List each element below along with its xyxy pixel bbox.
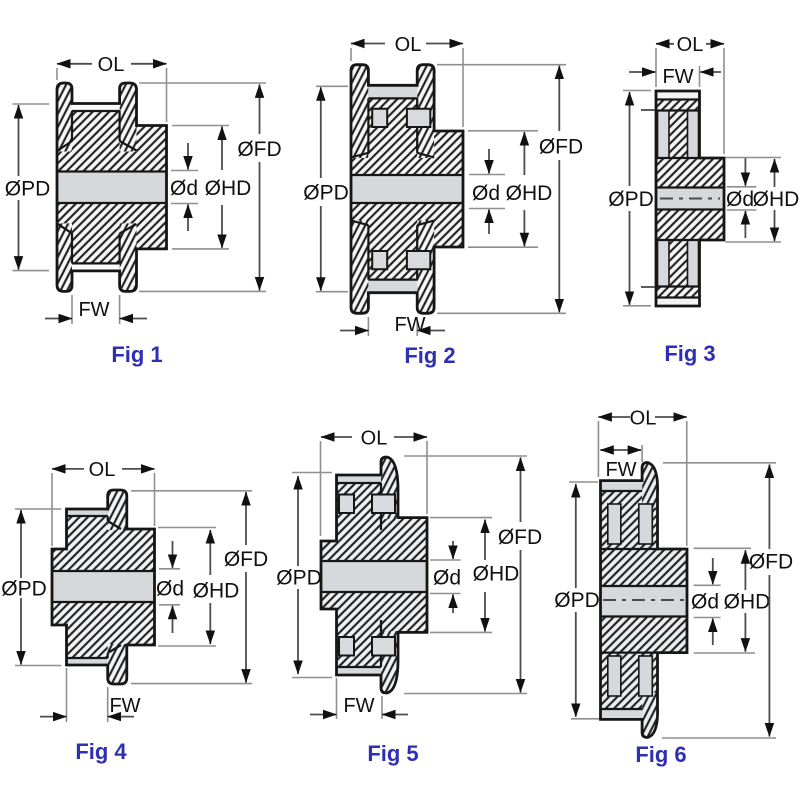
svg-text:ØHD: ØHD — [205, 177, 252, 200]
svg-text:OL: OL — [89, 459, 116, 481]
svg-text:Ød: Ød — [691, 591, 719, 614]
svg-text:ØPD: ØPD — [276, 567, 322, 590]
svg-text:FW: FW — [662, 66, 693, 88]
svg-text:ØHD: ØHD — [506, 182, 553, 205]
svg-text:FW: FW — [605, 459, 636, 481]
svg-text:ØFD: ØFD — [237, 138, 281, 161]
svg-text:ØPD: ØPD — [5, 178, 51, 201]
svg-text:ØFD: ØFD — [224, 548, 268, 571]
svg-text:OL: OL — [361, 428, 388, 450]
svg-text:Fig 3: Fig 3 — [664, 341, 715, 366]
svg-text:FW: FW — [78, 299, 109, 321]
svg-text:ØHD: ØHD — [193, 580, 240, 603]
svg-text:ØFD: ØFD — [498, 526, 542, 549]
svg-text:Fig 6: Fig 6 — [635, 742, 686, 767]
svg-text:OL: OL — [677, 34, 704, 56]
svg-text:ØPD: ØPD — [1, 578, 47, 601]
svg-text:Ød: Ød — [726, 188, 754, 211]
svg-text:Fig 5: Fig 5 — [367, 741, 418, 766]
svg-text:ØFD: ØFD — [539, 136, 583, 159]
svg-text:ØPD: ØPD — [554, 589, 600, 612]
svg-text:ØHD: ØHD — [753, 188, 800, 211]
svg-text:Fig 1: Fig 1 — [111, 342, 162, 367]
svg-text:OL: OL — [395, 34, 422, 56]
svg-text:Ød: Ød — [433, 567, 461, 590]
svg-text:Ød: Ød — [170, 177, 198, 200]
svg-text:Fig 4: Fig 4 — [75, 739, 127, 764]
svg-text:ØHD: ØHD — [724, 591, 771, 614]
svg-text:Ød: Ød — [156, 578, 184, 601]
svg-text:ØPD: ØPD — [303, 182, 349, 205]
svg-text:Ød: Ød — [472, 182, 500, 205]
svg-text:ØPD: ØPD — [608, 188, 654, 211]
svg-text:FW: FW — [394, 314, 425, 336]
svg-text:FW: FW — [109, 695, 140, 717]
svg-text:ØHD: ØHD — [473, 563, 520, 586]
svg-text:FW: FW — [343, 695, 374, 717]
svg-text:Fig 2: Fig 2 — [404, 343, 455, 368]
svg-text:OL: OL — [630, 408, 657, 430]
svg-text:OL: OL — [98, 54, 125, 76]
svg-text:ØFD: ØFD — [749, 551, 793, 574]
